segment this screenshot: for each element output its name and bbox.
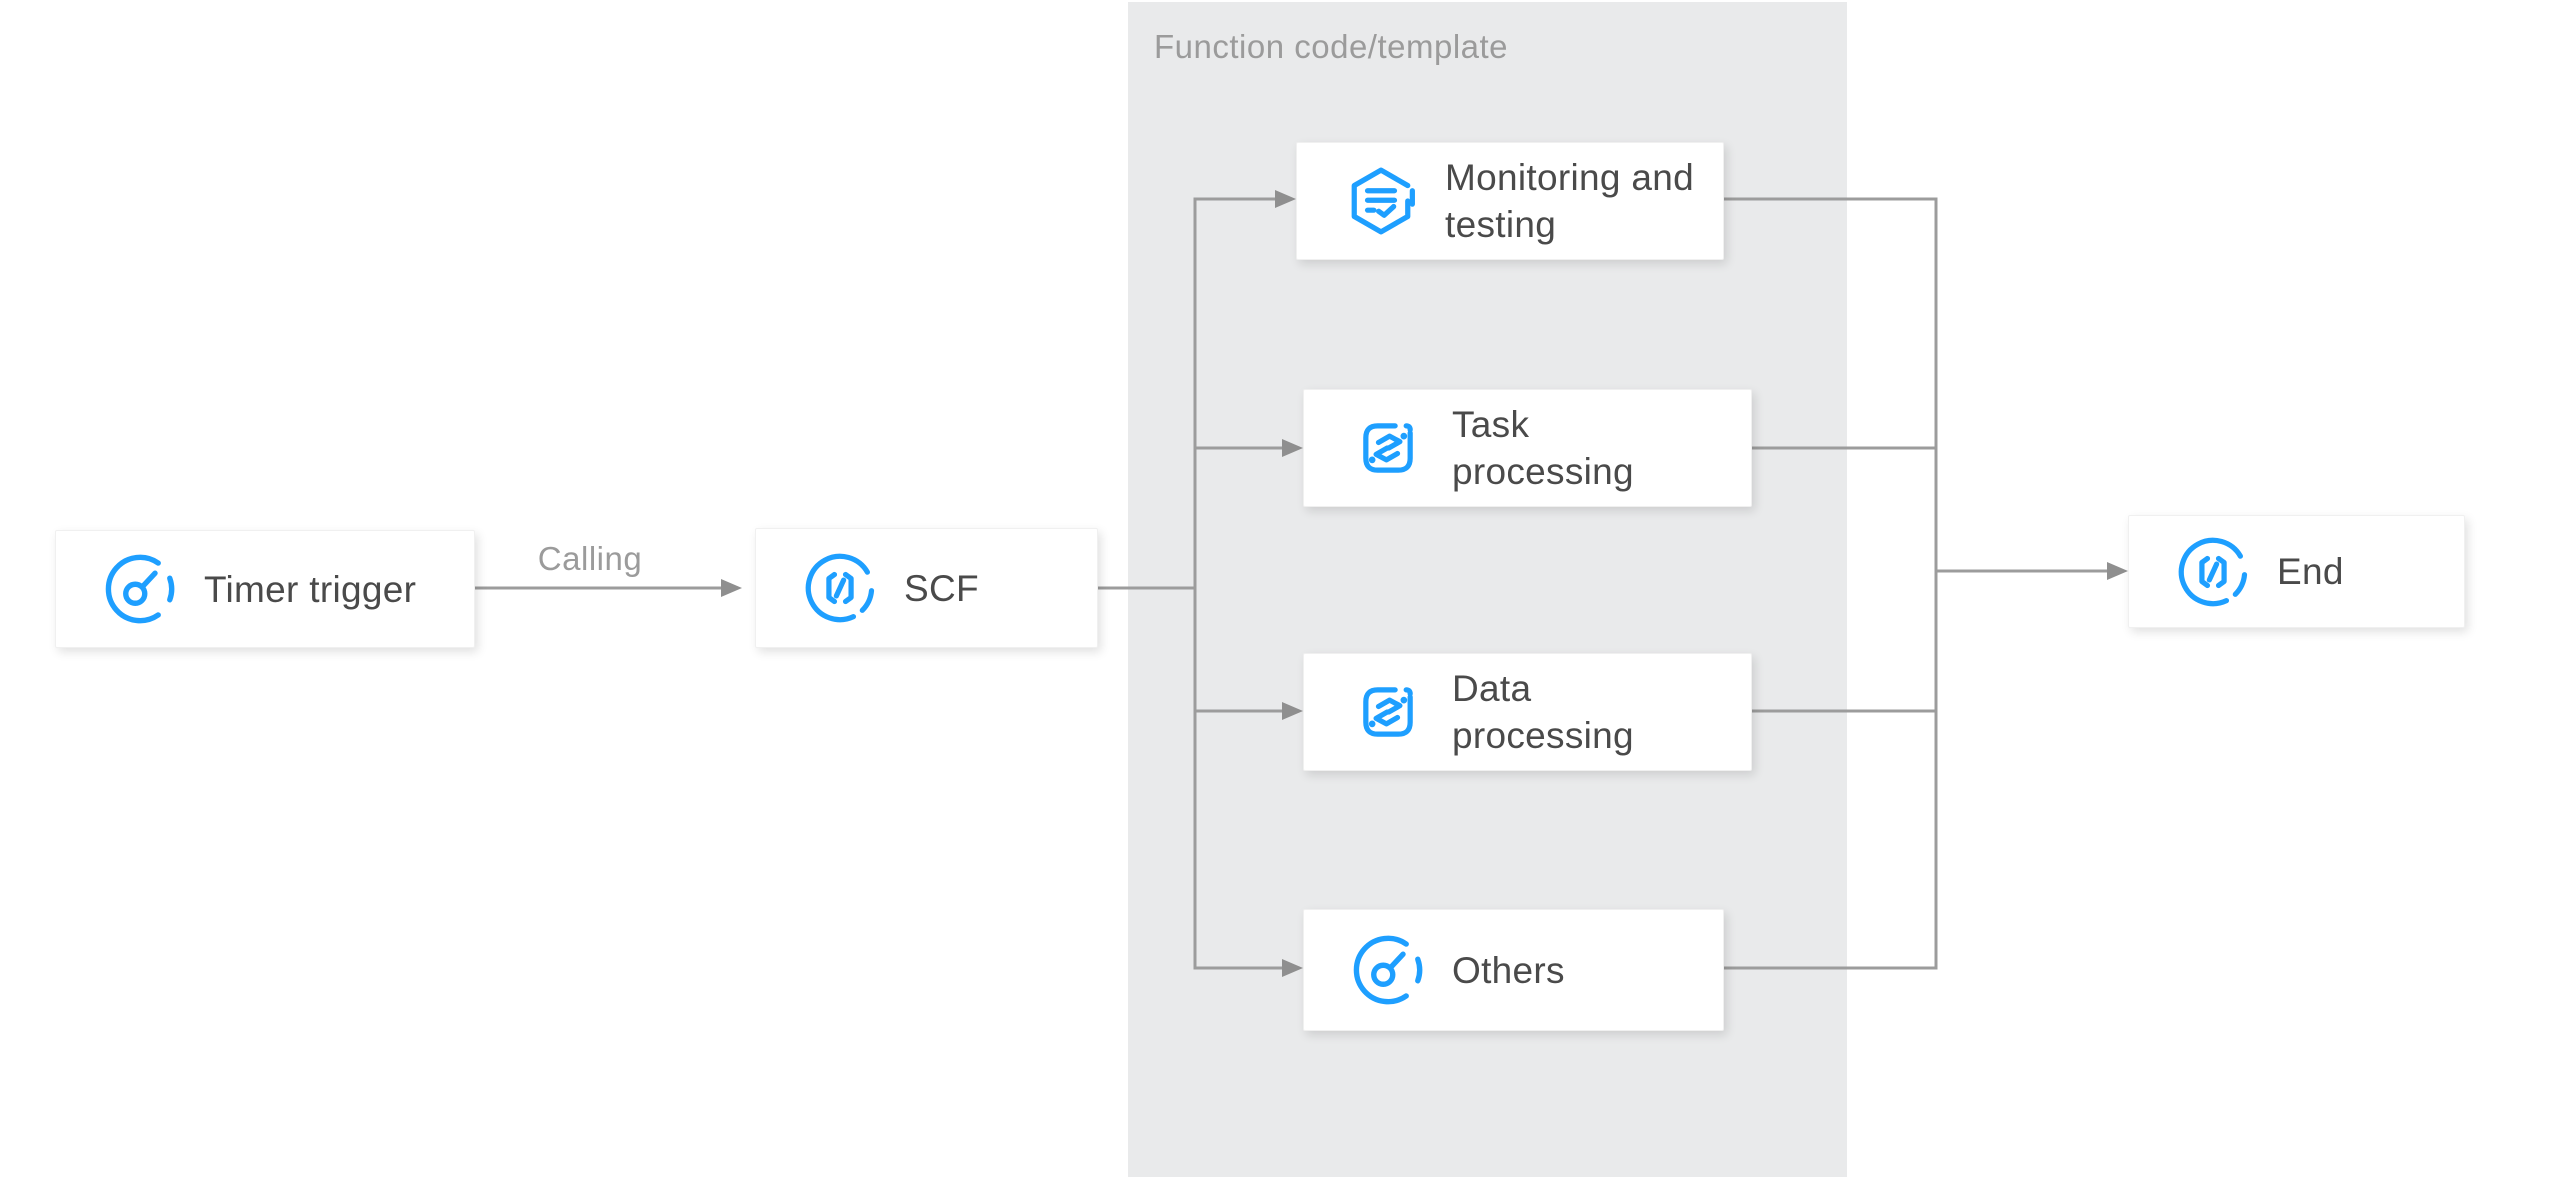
layers-processing-icon (1350, 410, 1426, 486)
node-scf: SCF (755, 528, 1098, 648)
monitor-report-icon (1343, 163, 1419, 239)
node-task-processing: Task processing (1303, 389, 1752, 507)
node-label: Data processing (1452, 668, 1634, 756)
node-data-processing: Data processing (1303, 653, 1752, 771)
arrowhead-end (2107, 562, 2128, 580)
node-label: End (2277, 551, 2344, 592)
node-label: SCF (904, 567, 979, 609)
node-end: End (2128, 515, 2465, 628)
panel-title: Function code/template (1154, 28, 1509, 65)
node-label: Others (1452, 949, 1565, 991)
timer-icon (102, 551, 178, 627)
node-label: Timer trigger (204, 568, 417, 610)
node-label: Monitoring and testing (1445, 157, 1694, 245)
timer-icon (1350, 932, 1426, 1008)
node-label: Task processing (1452, 404, 1634, 492)
node-others: Others (1303, 909, 1724, 1031)
layers-processing-icon (1350, 674, 1426, 750)
edge-label-calling: Calling (537, 540, 643, 577)
arrowhead-scf (721, 579, 742, 597)
node-timer-trigger: Timer trigger (55, 530, 475, 648)
scf-icon (2175, 534, 2251, 610)
scf-icon (802, 550, 878, 626)
node-monitoring-and-testing: Monitoring and testing (1296, 142, 1724, 260)
